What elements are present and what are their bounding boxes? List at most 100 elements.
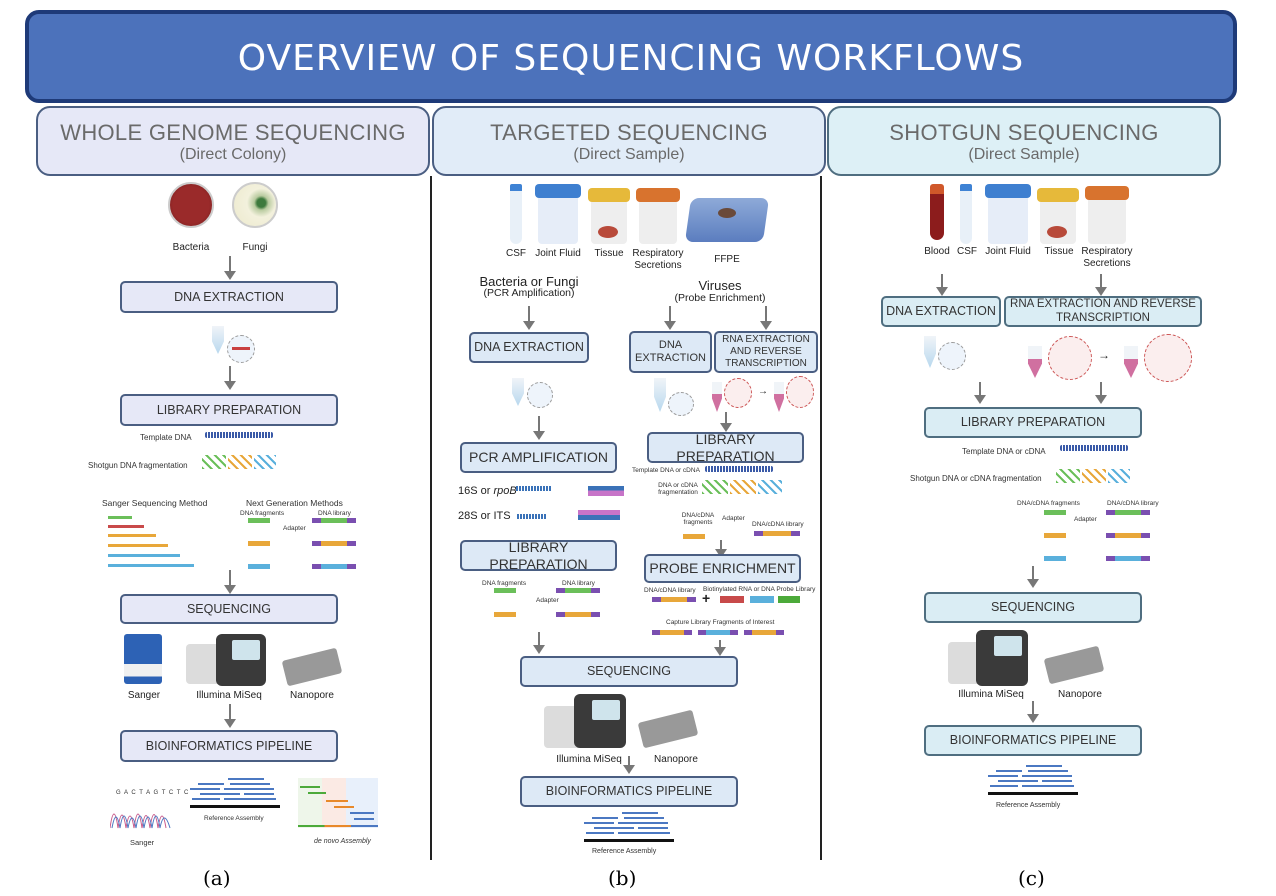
arrow-down-icon: [533, 416, 545, 440]
column-subtitle: (Direct Sample): [573, 146, 685, 163]
column-title: WHOLE GENOME SEQUENCING: [60, 120, 406, 145]
fragments-blue-icon: [1108, 469, 1130, 483]
probe-library-label: DNA/cDNA library: [644, 587, 696, 594]
instrument-label: Nanopore: [1058, 689, 1102, 700]
captured-fragment: [698, 630, 738, 635]
dna-fragment: [494, 612, 516, 617]
adapter-label: Adapter: [1074, 516, 1097, 523]
rna-tube-icon: [1028, 346, 1042, 378]
dna-library-fragment: [754, 531, 800, 536]
template-dna-icon: [205, 432, 273, 438]
arrow-down-icon: [1095, 382, 1107, 404]
tube-icon: [512, 378, 524, 406]
sample-label: Respiratory Secretions: [1081, 246, 1133, 269]
sample-label: CSF: [957, 246, 977, 257]
fragments-label: DNA/cDNA fragments: [681, 512, 715, 527]
dna-fragment: [1044, 533, 1066, 538]
fragmentation-label: DNA or cDNA fragmentation: [658, 482, 698, 497]
step-rna-extraction: RNA EXTRACTION AND REVERSE TRANSCRIPTION: [714, 331, 818, 373]
reference-assembly-icon: [190, 778, 280, 818]
instrument-label: Nanopore: [290, 690, 334, 701]
de-novo-assembly-icon: [298, 778, 378, 828]
respiratory-cap-icon: [636, 188, 680, 202]
step-bioinformatics: BIOINFORMATICS PIPELINE: [520, 776, 738, 807]
nanopore-icon: [637, 709, 699, 749]
template-label: Template DNA or cDNA: [962, 447, 1046, 456]
dna-fragment: [1044, 510, 1066, 515]
ngs-method-label: Next Generation Methods: [246, 498, 343, 508]
step-rna-extraction: RNA EXTRACTION AND REVERSE TRANSCRIPTION: [1004, 296, 1202, 327]
column-divider-left: [430, 176, 432, 860]
fragments-orange-icon: [228, 455, 252, 469]
miseq-screen-icon: [592, 700, 620, 720]
pcr-target-16s: 16S or rpoB: [458, 485, 517, 497]
dna-library-fragment: [1106, 556, 1150, 561]
dna-fragments-label: DNA fragments: [240, 510, 285, 517]
cdna-tube-icon: [774, 382, 784, 412]
column-subtitle: (Direct Sample): [968, 146, 1080, 163]
arrow-down-icon: [1027, 566, 1039, 588]
joint-fluid-container-icon: [538, 198, 578, 244]
captured-fragment: [652, 630, 692, 635]
panel-caption: (c): [1018, 866, 1045, 890]
arrow-down-icon: [523, 306, 535, 330]
library-label: DNA/cDNA library: [752, 521, 804, 528]
dna-magnify-icon: [668, 392, 694, 416]
fragments-green-icon: [1056, 469, 1080, 483]
dna-fragments-label: DNA fragments: [482, 580, 527, 587]
template-label: Template DNA or cDNA: [632, 467, 700, 474]
probe-green-icon: [778, 596, 800, 603]
panel-caption: (b): [608, 866, 637, 890]
step-library-preparation: LIBRARY PREPARATION: [120, 394, 338, 426]
page-title: OVERVIEW OF SEQUENCING WORKFLOWS: [237, 38, 1025, 79]
amplicon-icon: [517, 514, 547, 519]
arrow-down-icon: [224, 570, 236, 594]
miseq-screen-icon: [232, 640, 260, 660]
branch-title: Bacteria or Fungi: [479, 274, 579, 289]
branch-subtitle: (Probe Enrichment): [674, 292, 766, 304]
instrument-label: Illumina MiSeq: [556, 754, 622, 765]
sanger-fragment: [108, 544, 168, 547]
output-label: Reference Assembly: [996, 802, 1061, 809]
reference-assembly-icon: [584, 812, 674, 852]
arrow-down-icon: [1027, 701, 1039, 723]
step-bioinformatics: BIOINFORMATICS PIPELINE: [924, 725, 1142, 756]
sanger-trace-sequence: G A C T A G T C T C: [116, 790, 190, 796]
miseq-screen-icon: [994, 636, 1022, 656]
tube-icon: [212, 326, 224, 354]
ngs-fragment: [248, 564, 270, 569]
adapter-label: Adapter: [536, 597, 559, 604]
csf-tube-icon: [510, 184, 522, 244]
arrow-right-icon: →: [1098, 348, 1110, 362]
cdna-magnify-icon: [786, 376, 814, 408]
captured-fragment: [744, 630, 784, 635]
column-header-wgs: WHOLE GENOME SEQUENCING (Direct Colony): [36, 106, 430, 176]
arrow-down-icon: [720, 412, 732, 432]
probe-red-icon: [720, 596, 744, 603]
pcr-target-28s: 28S or ITS: [458, 510, 511, 522]
ngs-fragment: [248, 541, 270, 546]
column-subtitle: (Direct Colony): [179, 146, 287, 163]
sanger-fragment: [108, 564, 194, 567]
arrow-down-icon: [224, 704, 236, 728]
step-sequencing: SEQUENCING: [924, 592, 1142, 623]
library-label: DNA/cDNA library: [1107, 500, 1159, 507]
dna-library-fragment: [1106, 533, 1150, 538]
sanger-fragment: [108, 534, 156, 537]
column-title: SHOTGUN SEQUENCING: [889, 120, 1159, 145]
tube-icon: [924, 336, 936, 368]
sanger-chromatogram-icon: [110, 813, 171, 829]
bacteria-plate-icon: [168, 182, 214, 228]
cdna-magnify-icon: [1144, 334, 1192, 382]
sample-label: FFPE: [714, 254, 740, 265]
rna-tube-icon: [712, 382, 722, 412]
fragments-orange-icon: [1082, 469, 1106, 483]
output-label: Reference Assembly: [204, 815, 264, 822]
sanger-fragment: [108, 516, 132, 519]
tissue-cap-icon: [1037, 188, 1079, 202]
arrow-down-icon: [714, 640, 726, 656]
arrow-down-icon: [623, 756, 635, 774]
sample-label: Respiratory Secretions: [632, 248, 684, 271]
sample-label: Joint Fluid: [535, 248, 581, 259]
adapter-label: Adapter: [722, 515, 745, 522]
